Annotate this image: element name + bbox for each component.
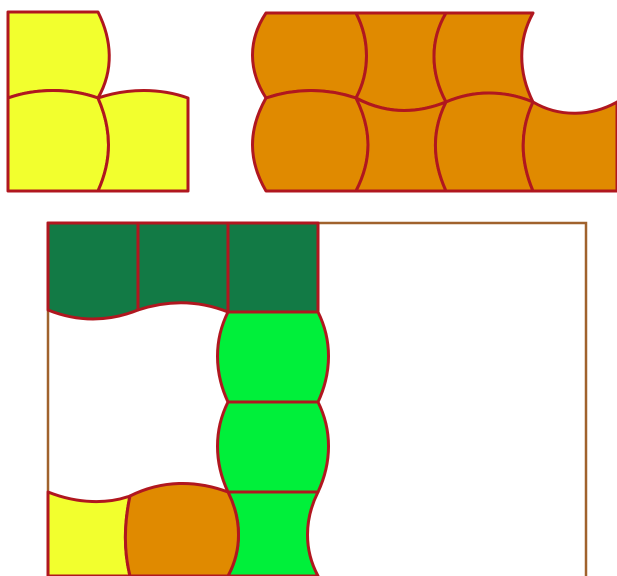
- orange-piece-tile-4: [253, 91, 369, 192]
- orange-piece-tile-3: [434, 13, 533, 102]
- orange-piece-tile-5: [356, 98, 446, 191]
- placed-bright-green-tile-3: [228, 492, 318, 576]
- yellow-piece-tile-top: [8, 12, 109, 98]
- board-dark-green-row[interactable]: [48, 223, 318, 319]
- placed-bright-green-tile-1: [218, 312, 329, 402]
- orange-piece-tile-1: [253, 13, 367, 98]
- yellow-piece-tile-bottom-right: [98, 91, 188, 192]
- placed-orange-tile[interactable]: [126, 483, 239, 576]
- yellow-piece-tile-bottom-left: [8, 91, 109, 192]
- orange-piece-tile-2: [356, 13, 446, 111]
- palette-yellow-piece[interactable]: [8, 12, 188, 191]
- placed-dark-green-tile-1: [48, 223, 138, 319]
- orange-piece-tile-6: [436, 93, 534, 191]
- placed-bright-green-tile-2: [218, 402, 329, 492]
- orange-piece-tile-7: [523, 102, 617, 191]
- placed-dark-green-tile-3: [228, 223, 318, 312]
- placed-dark-green-tile-2: [138, 223, 228, 312]
- palette-orange-piece[interactable]: [253, 13, 617, 191]
- placed-yellow-tile[interactable]: [48, 492, 130, 576]
